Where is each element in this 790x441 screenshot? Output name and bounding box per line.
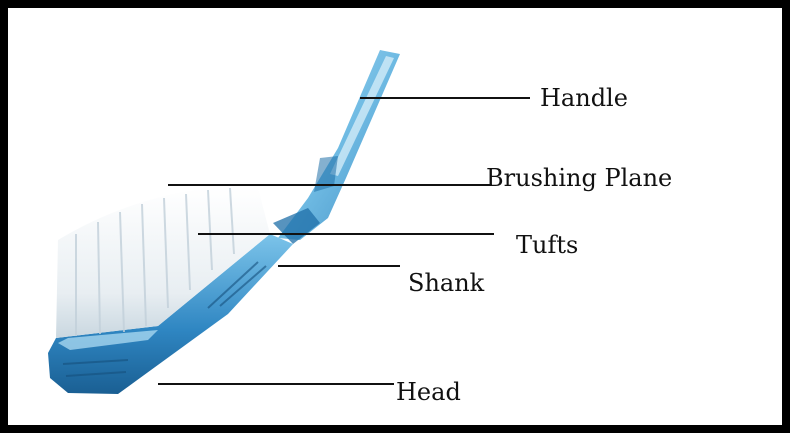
label-head: Head [396, 380, 461, 404]
label-shank: Shank [408, 271, 484, 295]
handle-ridge [330, 56, 394, 176]
label-handle: Handle [540, 86, 628, 110]
label-tufts: Tufts [516, 233, 578, 257]
label-brushing-plane: Brushing Plane [486, 166, 672, 190]
toothbrush-illustration [8, 8, 790, 441]
